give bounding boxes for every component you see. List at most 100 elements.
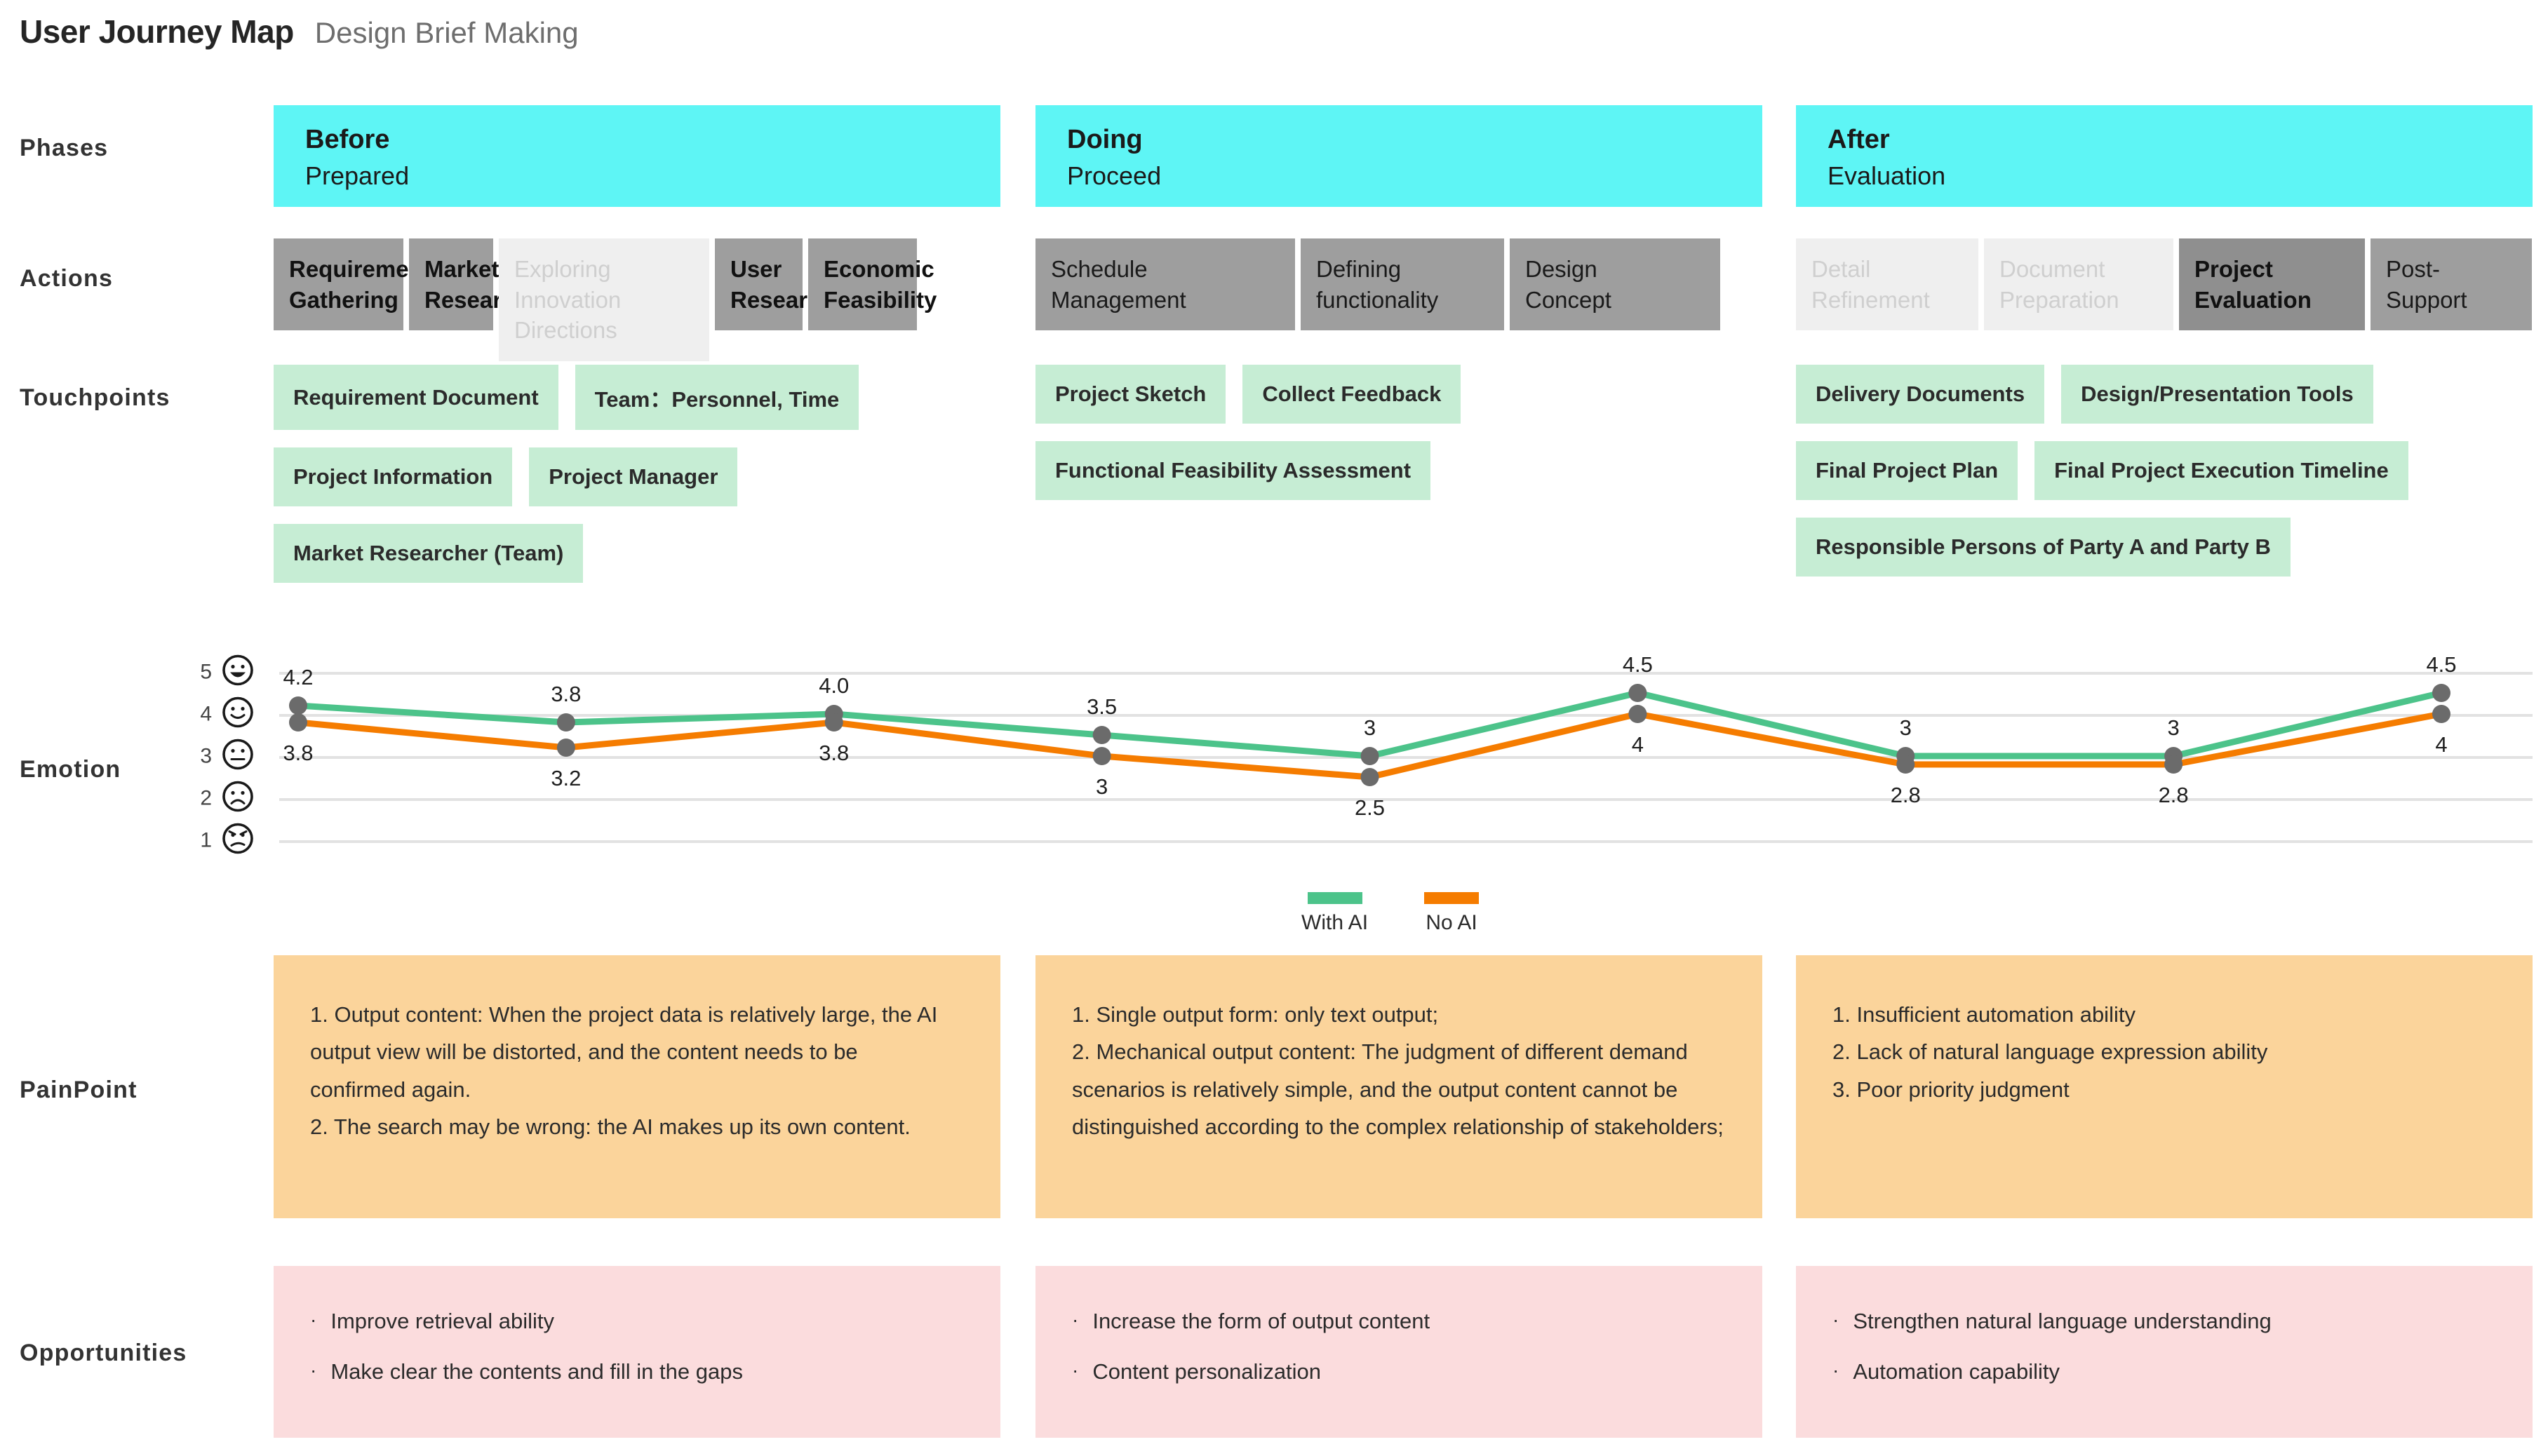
opportunity-item: · Improve retrieval ability [310,1307,964,1336]
row-label-painpoint: PainPoint [20,1077,138,1103]
page-title: User Journey Map [20,13,294,50]
chart-point-label: 4.5 [2426,652,2457,677]
touchpoint-chip[interactable]: Responsible Persons of Party A and Party… [1796,518,2291,577]
opportunities-card-after: · Strengthen natural language understandi… [1796,1266,2533,1438]
y-axis-tick-label: 4 [200,702,212,725]
row-label-phases: Phases [20,135,109,161]
y-axis-tick: 1 [196,823,254,858]
touchpoint-chip[interactable]: Project Information [274,447,513,506]
action-label: Management [1051,286,1186,313]
chart-point-label: 3.5 [1087,694,1118,719]
touchpoint-chip[interactable]: Collect Feedback [1242,365,1461,424]
touchpoint-chip[interactable]: Final Project Plan [1796,441,2018,500]
legend-swatch [1307,892,1362,904]
y-axis-tick: 4 [196,696,254,732]
y-axis-tick: 5 [196,654,254,690]
painpoint-line: 3. Poor priority judgment [1832,1077,2070,1102]
painpoint-line: 2. Mechanical output content: The judgme… [1072,1039,1688,1065]
action-label: Schedule [1051,256,1148,282]
bullet-icon: · [1072,1359,1079,1381]
gridline [279,714,2533,717]
action-label: Project [2194,256,2273,282]
opportunities-card-doing: ·Increase the form of output content·Con… [1035,1266,1762,1438]
action-box[interactable]: Post-Support [2371,238,2532,331]
chart-point-label: 3.2 [551,766,582,790]
opportunity-text: Improve retrieval ability [330,1309,555,1333]
touchpoint-row: Market Researcher (Team) [274,524,859,583]
legend-item[interactable]: With AI [1301,892,1368,935]
row-label-emotion: Emotion [20,756,121,783]
action-label: Detail [1811,256,1871,282]
opportunity-item: ·Strengthen natural language understandi… [1832,1307,2496,1336]
action-label: Defining [1316,256,1402,282]
bullet-icon: · [310,1309,317,1330]
chart-legend: With AI No AI [1301,892,1480,935]
action-label: Concept [1525,286,1611,313]
page-subtitle: Design Brief Making [314,16,579,49]
chart-point-label: 4.0 [819,673,850,698]
touchpoint-chip[interactable]: Design/Presentation Tools [2061,365,2373,424]
action-label: Refinement [1811,286,1930,313]
action-label: Feasibility [824,286,937,313]
opportunity-text: Strengthen natural language understandin… [1853,1309,2272,1333]
action-label: Design [1525,256,1597,282]
phase-subtitle: Evaluation [1828,161,1946,190]
chart-point-label: 3 [1899,715,1912,740]
phase-title: After [1828,125,1890,154]
phase-subtitle: Prepared [305,161,410,190]
touchpoint-chip[interactable]: Delivery Documents [1796,365,2045,424]
painpoint-line: confirmed again. [310,1077,471,1102]
legend-item[interactable]: No AI [1424,892,1480,935]
painpoint-line: scenarios is relatively simple, and the … [1072,1077,1678,1102]
chart-point-label: 2.5 [1354,795,1386,820]
y-axis-tick-label: 2 [200,786,212,809]
action-label: Requirement [289,256,431,282]
action-label: Research [424,286,529,313]
y-axis-tick-label: 1 [200,828,212,851]
gridline [279,756,2533,759]
touchpoint-row: Responsible Persons of Party A and Party… [1796,518,2408,577]
sad-face-icon [222,781,254,816]
y-axis-tick-label: 5 [200,660,212,683]
chart-point-label: 3 [2167,715,2180,740]
action-label: Document [1999,256,2105,282]
action-label: Post-Support [2386,256,2467,313]
phase-title: Before [305,125,390,154]
legend-label: No AI [1426,911,1477,934]
page-header: User Journey Map Design Brief Making [20,13,579,50]
touchpoint-chip[interactable]: Requirement Document [274,365,558,430]
touchpoint-chip[interactable]: Team：Personnel, Time [575,365,859,430]
neutral-face-icon [222,739,254,774]
painpoint-line: 2. Lack of natural language expression a… [1832,1039,2268,1065]
painpoint-line: 1. Output content: When the project data… [310,1002,938,1027]
phase-band-after[interactable]: After Evaluation [1796,105,2533,207]
opportunity-item: ·Make clear the contents and fill in the… [310,1357,964,1387]
phase-band-before[interactable]: Before Prepared [274,105,1000,207]
touchpoint-chip[interactable]: Final Project Execution Timeline [2034,441,2408,500]
touchpoint-chip[interactable]: Functional Feasibility Assessment [1035,441,1431,500]
angry-face-icon [222,823,254,858]
touchpoint-chip[interactable]: Market Researcher (Team) [274,524,584,583]
touchpoint-chip[interactable]: Project Manager [529,447,738,506]
action-label: Evaluation [2194,286,2312,313]
touchpoint-chip[interactable]: Project Sketch [1035,365,1226,424]
phase-band-doing[interactable]: Doing Proceed [1035,105,1762,207]
chart-point-label: 2.8 [2158,783,2189,807]
bullet-icon: · [1832,1359,1839,1381]
row-label-opportunities: Opportunities [20,1340,187,1366]
